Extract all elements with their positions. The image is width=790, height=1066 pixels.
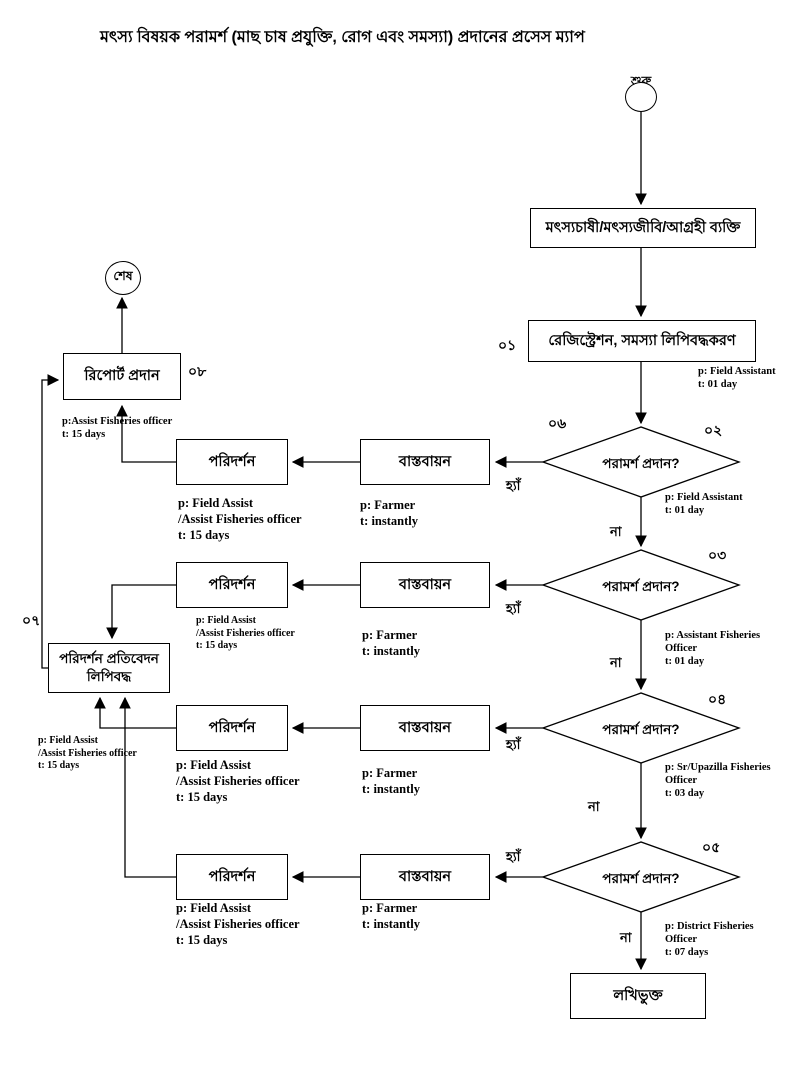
yes-label-4: হ্যাঁ xyxy=(506,849,521,864)
note-farmer-4: p: Farmer t: instantly xyxy=(362,901,420,931)
record-box: পরিদর্শন প্রতিবেদন লিপিবদ্ধ xyxy=(48,643,170,693)
person-box: মৎস্যচাষী/মৎস্যজীবি/আগ্রহী ব্যক্তি xyxy=(530,208,756,248)
edge-insp4-record xyxy=(119,696,176,878)
step-number-04: ০৪ xyxy=(708,691,727,707)
note-farmer-2: p: Farmer t: instantly xyxy=(362,628,420,658)
implementation-box-1: বাস্তবায়ন xyxy=(360,439,490,485)
yes-label-2: হ্যাঁ xyxy=(506,601,521,616)
note-registration: p: Field Assistant t: 01 day xyxy=(698,366,776,390)
decision-4-label: পরামর্শ প্রদান? xyxy=(602,871,680,886)
decision-1-shape xyxy=(541,426,741,498)
note-farmer-1: p: Farmer t: instantly xyxy=(360,498,418,528)
note-report: p:Assist Fisheries officer t: 15 days xyxy=(62,416,173,440)
decision-3-shape xyxy=(541,692,741,764)
step-number-07: ০৭ xyxy=(22,612,41,628)
no-label-1: না xyxy=(610,524,622,539)
step-number-08: ০৮ xyxy=(188,363,207,379)
no-label-2: না xyxy=(610,655,622,670)
record-box-line1: পরিদর্শন প্রতিবেদন xyxy=(59,651,159,667)
decision-4-shape xyxy=(541,841,741,913)
edge-insp2-record xyxy=(106,584,176,640)
edge-record-report xyxy=(41,374,60,669)
note-inspection-1: p: Field Assist /Assist Fisheries office… xyxy=(178,496,302,542)
note-decision-3: p: Sr/Upazilla Fisheries Officer t: 03 d… xyxy=(665,762,771,799)
inspection-box-4: পরিদর্শন xyxy=(176,854,288,900)
inspection-box-2: পরিদর্শন xyxy=(176,562,288,608)
note-decision-1: p: Field Assistant t: 01 day xyxy=(665,492,743,516)
note-inspection-2: p: Field Assist /Assist Fisheries office… xyxy=(196,615,295,651)
note-left-inspection: p: Field Assist /Assist Fisheries office… xyxy=(38,735,137,771)
implementation-box-2: বাস্তবায়ন xyxy=(360,562,490,608)
note-farmer-3: p: Farmer t: instantly xyxy=(362,766,420,796)
note-inspection-3: p: Field Assist /Assist Fisheries office… xyxy=(176,758,300,804)
note-decision-4: p: District Fisheries Officer t: 07 days xyxy=(665,921,754,958)
decision-3-label: পরামর্শ প্রদান? xyxy=(602,722,680,737)
no-label-4: না xyxy=(620,930,632,945)
edge-insp3-record xyxy=(94,696,176,729)
end-terminal: শেষ xyxy=(105,261,141,295)
step-number-03: ০৩ xyxy=(708,547,727,563)
no-label-3: না xyxy=(588,799,600,814)
yes-label-1: হ্যাঁ xyxy=(506,478,521,493)
start-terminal xyxy=(625,82,657,112)
implementation-box-4: বাস্তবায়ন xyxy=(360,854,490,900)
edge-insp1-report xyxy=(116,404,176,463)
step-number-06: ০৬ xyxy=(548,415,567,431)
registration-box: রেজিস্ট্রেশন, সমস্যা লিপিবদ্ধকরণ xyxy=(528,320,756,362)
step-number-02: ০২ xyxy=(704,422,723,438)
step-number-01: ০১ xyxy=(498,337,517,353)
record-box-line2: লিপিবদ্ধ xyxy=(86,669,132,684)
decision-2-shape xyxy=(541,549,741,621)
documented-box: লখিভুক্ত xyxy=(570,973,706,1019)
decision-2-label: পরামর্শ প্রদান? xyxy=(602,579,680,594)
implementation-box-3: বাস্তবায়ন xyxy=(360,705,490,751)
decision-1-label: পরামর্শ প্রদান? xyxy=(602,456,680,471)
inspection-box-1: পরিদর্শন xyxy=(176,439,288,485)
note-inspection-4: p: Field Assist /Assist Fisheries office… xyxy=(176,901,300,947)
yes-label-3: হ্যাঁ xyxy=(506,737,521,752)
page-title: মৎস্য বিষয়ক পরামর্শ (মাছ চাষ প্রযুক্তি,… xyxy=(100,29,585,46)
inspection-box-3: পরিদর্শন xyxy=(176,705,288,751)
report-box: রিপোর্ট প্রদান xyxy=(63,353,181,400)
note-decision-2: p: Assistant Fisheries Officer t: 01 day xyxy=(665,630,761,667)
step-number-05: ০৫ xyxy=(702,839,721,855)
